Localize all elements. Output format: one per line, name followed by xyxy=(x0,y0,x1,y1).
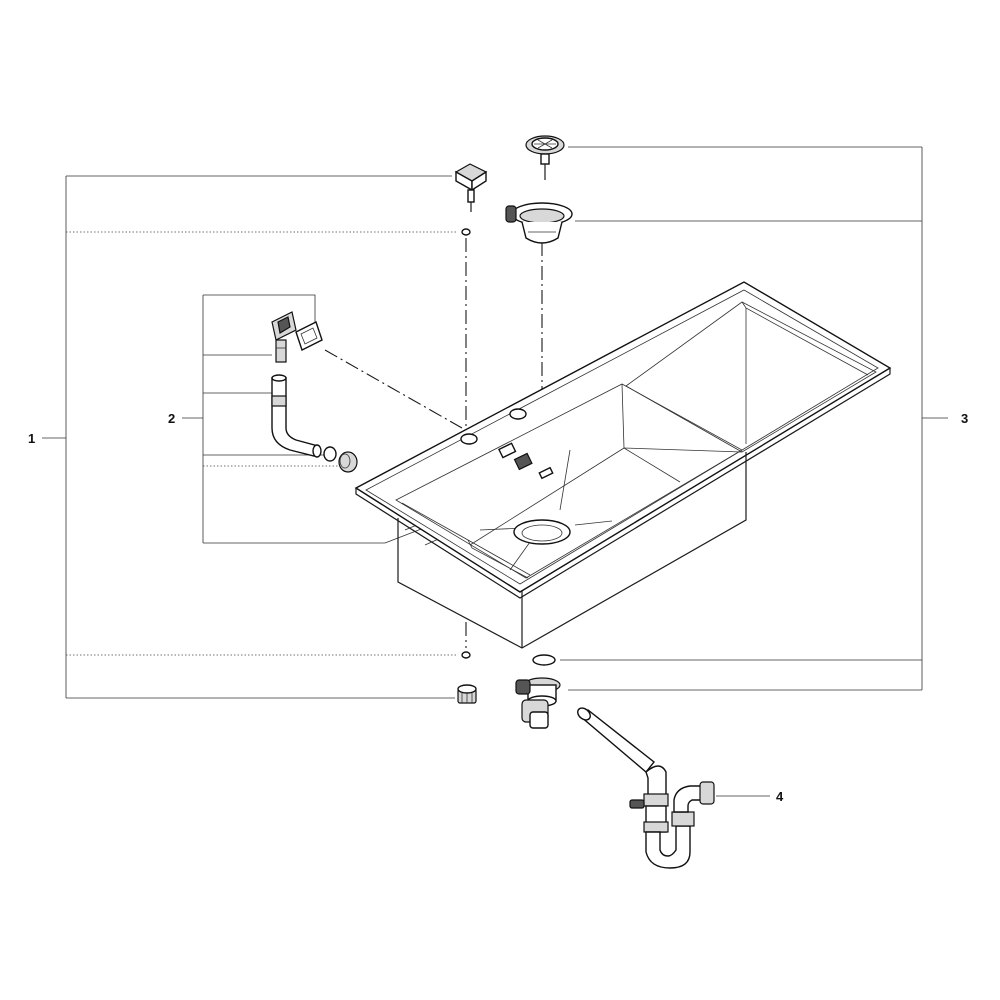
callout-4-label: 4 xyxy=(776,789,784,804)
overflow-cover xyxy=(271,311,323,351)
pop-up-knob xyxy=(454,163,488,212)
overflow-elbow-pipe xyxy=(271,374,322,458)
leader-group-1 xyxy=(42,175,458,699)
siphon-trap xyxy=(577,707,715,869)
sink-body xyxy=(354,281,892,649)
leader-group-3 xyxy=(560,146,948,691)
threaded-nut-bottom xyxy=(457,684,477,704)
strainer-body xyxy=(505,202,573,244)
o-ring-small-top xyxy=(461,228,471,236)
assembly-axes xyxy=(324,238,543,648)
overflow-pipe-upper xyxy=(275,339,287,363)
union-nut xyxy=(338,451,358,473)
seal-ring xyxy=(532,654,556,666)
strainer-basket xyxy=(525,135,565,180)
waste-outlet-fitting xyxy=(515,677,561,729)
callout-2-label: 2 xyxy=(168,411,175,426)
callout-3-label: 3 xyxy=(961,411,968,426)
gasket-ring xyxy=(323,446,337,462)
o-ring-small-bottom xyxy=(461,651,471,659)
callout-1-label: 1 xyxy=(28,431,35,446)
